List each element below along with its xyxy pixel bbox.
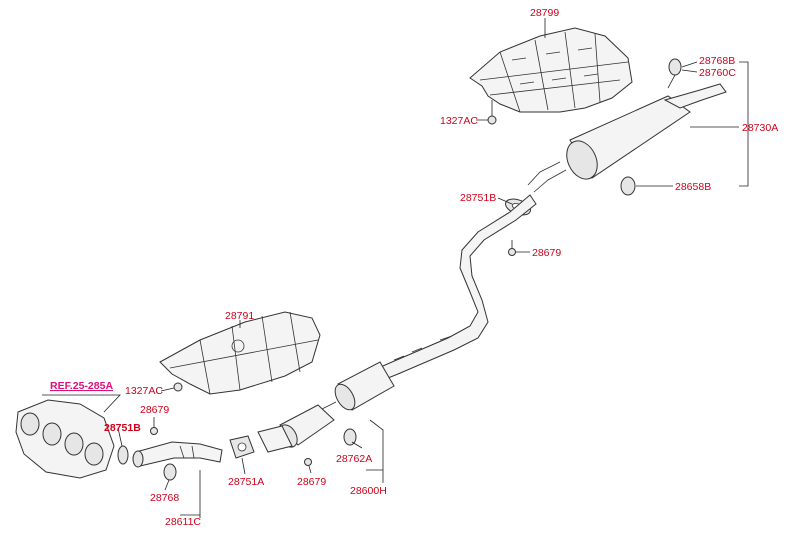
bolt-1327AC-top[interactable] xyxy=(487,115,497,125)
callout-28658B[interactable]: 28658B xyxy=(675,181,711,193)
bolt-1327AC-bottom[interactable] xyxy=(173,382,183,392)
hanger-28768[interactable] xyxy=(163,463,177,481)
callout-28760C[interactable]: 28760C xyxy=(699,67,736,79)
nut-28679-top[interactable] xyxy=(508,248,516,256)
callout-28768[interactable]: 28768 xyxy=(150,492,179,504)
callout-28600H[interactable]: 28600H xyxy=(350,485,387,497)
callout-28730A[interactable]: 28730A xyxy=(742,122,778,134)
callout-28799[interactable]: 28799 xyxy=(530,7,559,19)
center-muffler[interactable] xyxy=(299,361,395,421)
callout-28611C[interactable]: 28611C xyxy=(165,516,201,528)
callout-28768B[interactable]: 28768B xyxy=(699,55,735,67)
callout-28679-left[interactable]: 28679 xyxy=(140,404,169,416)
hanger-28768B-28760C[interactable] xyxy=(667,58,682,89)
callout-28679-top[interactable]: 28679 xyxy=(532,247,561,259)
reference-link-25-285A[interactable]: REF.25-285A xyxy=(50,380,113,392)
callout-28751B-top[interactable]: 28751B xyxy=(460,192,496,204)
callout-1327AC-bottom[interactable]: 1327AC xyxy=(125,385,163,397)
callout-28762A[interactable]: 28762A xyxy=(336,453,372,465)
heat-shield-lower[interactable] xyxy=(159,311,321,395)
catalytic-converter[interactable] xyxy=(257,404,335,453)
front-pipe[interactable] xyxy=(132,441,223,468)
gasket-28751A[interactable] xyxy=(229,435,255,459)
callout-28751B-left[interactable]: 28751B xyxy=(104,422,141,434)
callout-28751A[interactable]: 28751A xyxy=(228,476,264,488)
nut-28679-mid[interactable] xyxy=(304,458,312,466)
leader-lines xyxy=(42,18,749,518)
heat-shield-upper[interactable] xyxy=(469,27,633,113)
exhaust-manifold xyxy=(15,399,115,479)
callout-28679-mid[interactable]: 28679 xyxy=(297,476,326,488)
callout-1327AC-top[interactable]: 1327AC xyxy=(440,115,478,127)
hanger-28762A[interactable] xyxy=(343,428,357,446)
hanger-28658B[interactable] xyxy=(620,176,636,196)
rear-muffler[interactable] xyxy=(527,83,727,193)
gasket-28751B-left[interactable] xyxy=(117,445,129,465)
callout-28791[interactable]: 28791 xyxy=(225,310,254,322)
nut-28679-left[interactable] xyxy=(150,427,158,435)
center-pipe[interactable] xyxy=(359,194,537,387)
